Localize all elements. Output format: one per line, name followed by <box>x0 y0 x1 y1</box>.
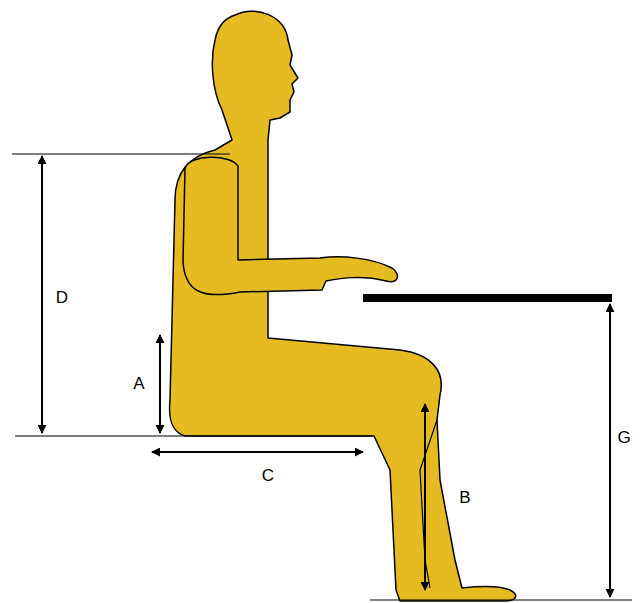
dimension-label: D <box>54 288 70 307</box>
dimension-arrow <box>424 404 426 590</box>
floor-line <box>370 599 632 600</box>
arm <box>183 157 397 294</box>
dimension-label: C <box>260 466 276 485</box>
dimension-arrow <box>609 304 611 597</box>
dimension-label: G <box>615 428 632 447</box>
dimension-arrow <box>159 335 161 433</box>
dimension-arrow <box>152 451 363 453</box>
dimension-label: A <box>131 374 146 393</box>
dimension-arrow <box>41 156 43 433</box>
far-leg-edge <box>420 420 437 588</box>
shoulder-line <box>12 153 230 154</box>
desk-top <box>363 294 612 302</box>
dimension-label: B <box>457 488 472 507</box>
seated-person <box>170 11 516 601</box>
seat-line <box>15 435 372 436</box>
